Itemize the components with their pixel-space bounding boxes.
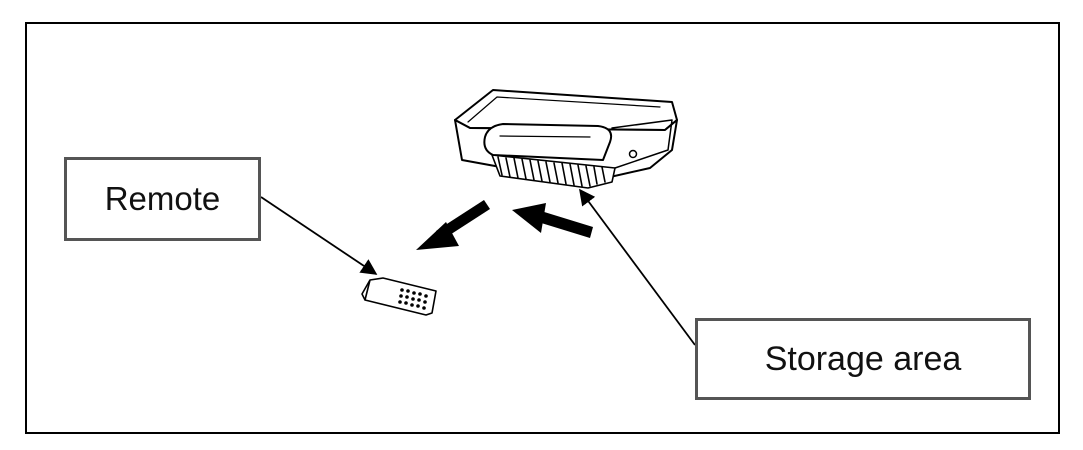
remote-label: Remote	[104, 180, 221, 217]
diagram-frame	[25, 22, 1060, 434]
remote-leader-line	[260, 196, 378, 275]
remote-label-box: Remote	[64, 157, 261, 241]
remote-control	[361, 277, 437, 316]
storage-leader-line	[579, 188, 696, 346]
device-unit	[454, 89, 678, 189]
arrow-into-storage	[512, 203, 593, 238]
movement-arrows	[416, 200, 593, 250]
storage-area-label: Storage area	[764, 339, 962, 378]
storage-area-ribs	[491, 154, 616, 189]
remote-keypad	[398, 288, 428, 310]
storage-area-label-box: Storage area	[695, 318, 1031, 400]
arrow-out-to-remote	[416, 200, 490, 250]
